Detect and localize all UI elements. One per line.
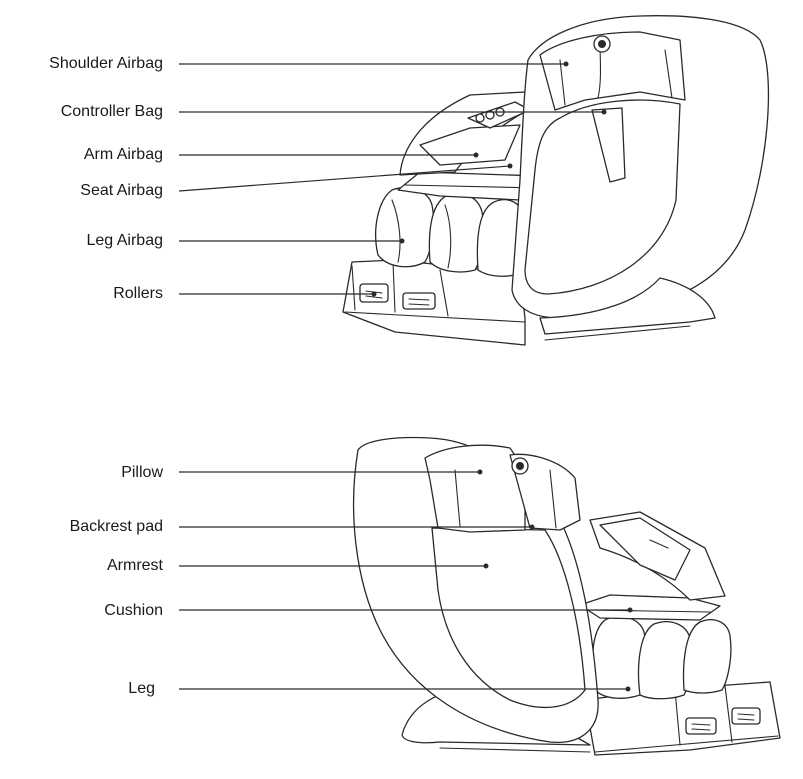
top-chair-drawing	[342, 15, 770, 346]
top-leader-lines	[178, 61, 607, 297]
label-shoulder-airbag: Shoulder Airbag	[49, 55, 163, 72]
label-arm-airbag: Arm Airbag	[83, 146, 163, 163]
label-leg: Leg	[128, 680, 155, 697]
label-pillow: Pillow	[121, 464, 163, 481]
label-controller-bag: Controller Bag	[60, 103, 163, 120]
label-cushion: Cushion	[104, 602, 163, 619]
label-rollers: Rollers	[113, 285, 163, 302]
bottom-chair-drawing	[352, 436, 781, 756]
label-backrest-pad: Backrest pad	[69, 518, 163, 535]
label-seat-airbag: Seat Airbag	[80, 182, 163, 199]
label-armrest: Armrest	[107, 557, 163, 574]
label-leg-airbag: Leg Airbag	[86, 232, 163, 249]
bottom-leader-lines	[179, 469, 633, 692]
